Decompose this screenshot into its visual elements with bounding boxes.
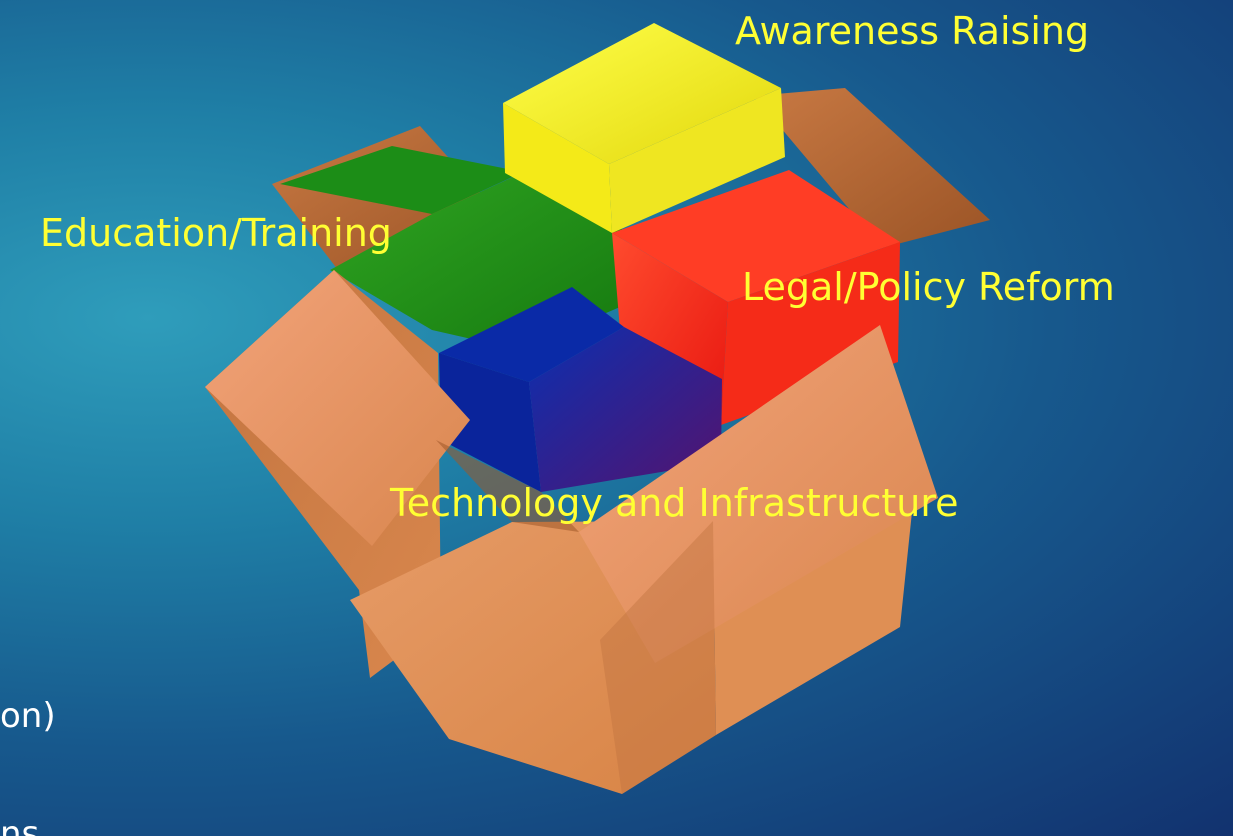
box-back-right-flap xyxy=(754,88,990,248)
green-block-top xyxy=(280,146,523,214)
awareness-raising-label: Awareness Raising xyxy=(735,9,1090,53)
legal-policy-reform-label: Legal/Policy Reform xyxy=(742,265,1115,309)
box-edge-shadow xyxy=(600,521,716,794)
blue-block-top xyxy=(439,287,624,382)
red-block-side xyxy=(721,242,900,425)
blue-block-front xyxy=(439,353,541,492)
red-block-top xyxy=(612,170,900,302)
yellow-block-top xyxy=(503,23,781,164)
left-text-fragment-1: on) xyxy=(0,696,56,736)
yellow-block-side xyxy=(609,88,785,233)
blue-block-side xyxy=(529,327,722,492)
box-front-left-flap xyxy=(205,270,470,546)
left-text-fragment-2: ns xyxy=(0,814,40,836)
yellow-block-front xyxy=(503,103,612,233)
box-front-right-flap xyxy=(579,325,938,663)
box-inner-shadow xyxy=(436,440,579,532)
technology-infrastructure-label: Technology and Infrastructure xyxy=(390,481,959,525)
education-training-label: Education/Training xyxy=(40,211,392,255)
